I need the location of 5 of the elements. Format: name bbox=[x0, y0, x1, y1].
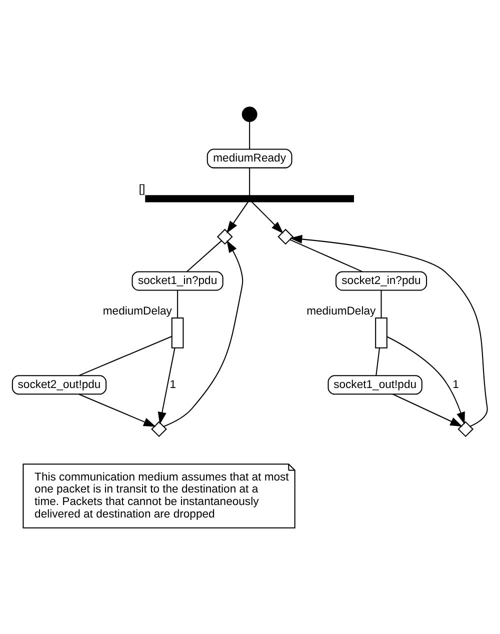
edge-label: 1 bbox=[452, 378, 459, 390]
node-label: mediumDelay bbox=[102, 305, 172, 318]
node-label: mediumDelay bbox=[306, 305, 376, 318]
node-label: [] bbox=[138, 182, 146, 195]
edge-label: 1 bbox=[170, 378, 176, 390]
